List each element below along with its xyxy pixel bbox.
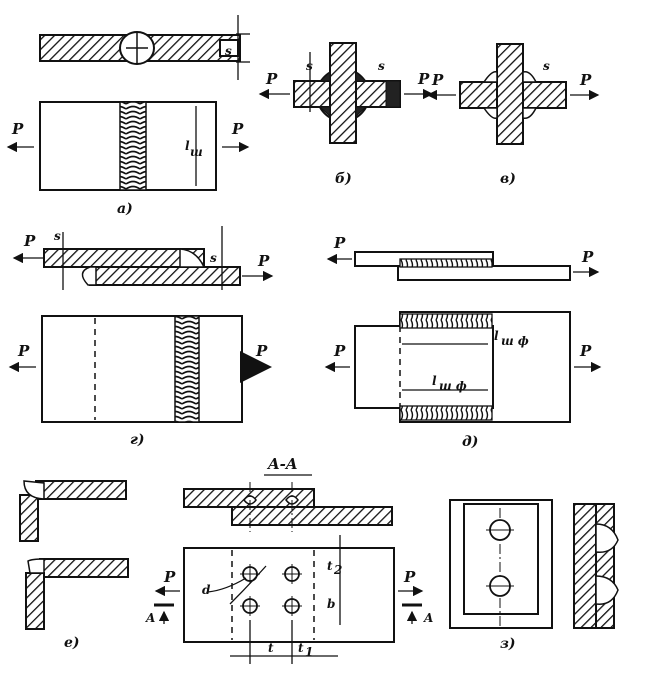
caption-d: д) — [462, 434, 478, 450]
flank-weld-bottom — [399, 405, 493, 421]
joint-b-cruciform: s s P P б) — [258, 42, 434, 187]
svg-text:P: P — [17, 342, 30, 360]
section-lower-plate — [231, 506, 393, 526]
flank-weld-section — [399, 258, 493, 268]
caption-e: е) — [64, 635, 80, 651]
spot-lap-plan — [183, 547, 395, 643]
joint-g-lap-end: s s P P P P г) — [8, 226, 274, 448]
svg-text:P: P — [581, 248, 594, 266]
joint-spot-lap: A-A d t 2 b t t 1 P P — [145, 455, 433, 664]
svg-text:ш ф: ш ф — [501, 334, 529, 348]
joint-a-butt: s l ш P P а) — [6, 15, 250, 217]
svg-text:t: t — [327, 559, 333, 573]
flank-upper-plan — [354, 325, 494, 409]
spot-welds — [240, 564, 302, 616]
lap-lower-plate — [89, 266, 241, 286]
flank-lower-plate — [397, 265, 571, 281]
corner-upper-plate — [35, 480, 127, 500]
flank-weld-top — [399, 313, 493, 329]
svg-text:P: P — [23, 232, 36, 250]
svg-text:l: l — [432, 374, 437, 388]
svg-text:P: P — [417, 70, 430, 88]
svg-text:P: P — [403, 568, 416, 586]
corner-lower-plate — [39, 558, 129, 578]
diameter-label: d — [202, 583, 211, 597]
svg-text:1: 1 — [305, 645, 313, 659]
joint-d-lap-flank: P P l ш ф l ш ф P P д) — [324, 234, 602, 450]
svg-text:P: P — [257, 252, 270, 270]
plug-section-left — [573, 503, 597, 629]
svg-text:ш: ш — [190, 145, 203, 159]
caption-v: в) — [500, 171, 516, 187]
svg-text:P: P — [579, 342, 592, 360]
thickness-label: s — [225, 44, 232, 58]
svg-text:P: P — [255, 342, 268, 360]
svg-text:P: P — [163, 568, 176, 586]
force-label: P — [231, 120, 244, 138]
svg-text:P: P — [431, 71, 444, 89]
corner-lower-leg — [25, 572, 45, 630]
caption-a: а) — [117, 201, 133, 217]
caption-b: б) — [335, 171, 352, 187]
svg-text:s: s — [378, 59, 385, 73]
cross-plate-vertical — [496, 43, 524, 145]
svg-text:P: P — [333, 342, 346, 360]
pitch-label: t — [268, 641, 274, 655]
svg-text:ш ф: ш ф — [439, 379, 467, 393]
weld-length-label: l — [185, 139, 190, 153]
butt-weld-bead — [119, 101, 147, 191]
joint-e-corner: е) — [19, 480, 129, 651]
svg-text:s: s — [543, 59, 550, 73]
svg-text:s: s — [306, 59, 313, 73]
svg-text:P: P — [265, 70, 278, 88]
plug-section-right — [595, 503, 615, 629]
caption-g: г) — [130, 432, 145, 448]
lap-plan — [41, 315, 243, 423]
width-label: b — [327, 597, 335, 611]
svg-text:P: P — [579, 71, 592, 89]
joint-z-plug: з) — [449, 499, 619, 652]
force-label: P — [11, 120, 24, 138]
flank-length-label: l — [494, 329, 499, 343]
svg-text:2: 2 — [333, 563, 342, 577]
section-mark-right: A — [423, 611, 433, 625]
lap-end-weld — [174, 315, 200, 423]
caption-z: з) — [500, 636, 516, 652]
cross-plate-vertical — [329, 42, 357, 144]
svg-text:s: s — [54, 229, 61, 243]
corner-upper-leg — [19, 494, 39, 542]
section-mark-left: A — [145, 611, 155, 625]
joint-v-cruciform: s P P в) — [426, 43, 600, 187]
section-label: A-A — [266, 455, 298, 473]
svg-text:s: s — [210, 251, 217, 265]
svg-text:P: P — [333, 234, 346, 252]
svg-text:t: t — [298, 641, 304, 655]
